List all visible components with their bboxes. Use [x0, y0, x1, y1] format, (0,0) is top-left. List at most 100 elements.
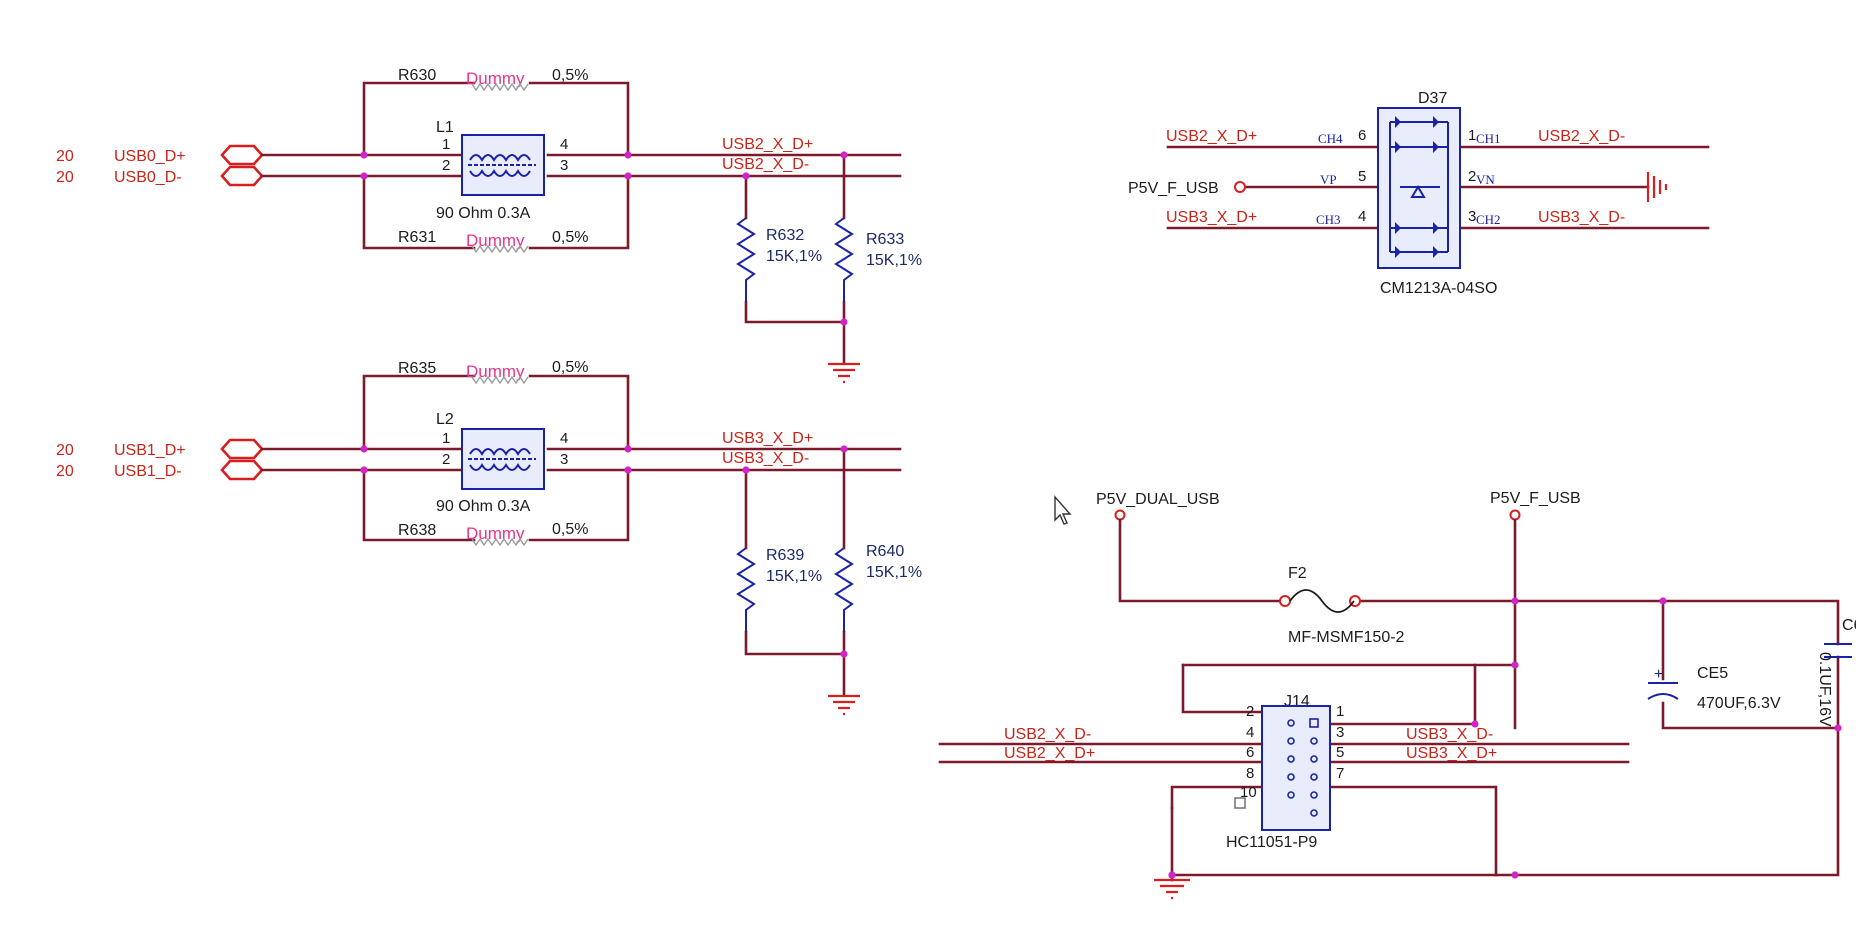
esd-left-bot-net: USB3_X_D+	[1166, 209, 1257, 226]
vn-label: VN	[1476, 172, 1495, 187]
ch4-label: CH4	[1318, 131, 1343, 146]
r638-tolerance: 0,5%	[552, 521, 588, 538]
j14-pin6: 6	[1246, 744, 1254, 761]
ce5-wires	[1661, 599, 1840, 730]
usb1-input-wires	[260, 447, 464, 472]
l1-choke	[461, 134, 545, 196]
r631-symbol	[471, 244, 529, 254]
block1-junctions	[360, 151, 848, 326]
d37-pin6: 6	[1358, 127, 1366, 144]
usb0-dm-ref: 20	[56, 169, 74, 186]
usb1-dm-port-symbol	[220, 459, 264, 481]
c684-value: 0.1UF,16V	[1816, 652, 1833, 727]
r633-value: 15K,1%	[866, 252, 922, 269]
l2-pin2: 2	[442, 451, 450, 468]
d37-pin1: 1	[1468, 127, 1476, 144]
usb0-dm-port-symbol	[220, 165, 264, 187]
r632-symbol	[736, 217, 756, 302]
f2-fuse	[1279, 589, 1361, 613]
r631-value: Dummy	[466, 231, 525, 250]
usb1-dp-ref: 20	[56, 442, 74, 459]
esd-right-bot-net: USB3_X_D-	[1538, 209, 1625, 226]
r631-loop	[362, 174, 630, 250]
l2-pin3: 3	[560, 451, 568, 468]
usb1-dm-ref: 20	[56, 463, 74, 480]
j14-pin7: 7	[1336, 765, 1344, 782]
usb1-dp-port-symbol	[220, 438, 264, 460]
r632-ref: R632	[766, 227, 804, 244]
ce5-capacitor	[1647, 682, 1679, 700]
ce5-ref: CE5	[1697, 665, 1728, 682]
l2-value: 90 Ohm 0.3A	[436, 498, 531, 515]
usb3-x-dp-net: USB3_X_D+	[722, 430, 813, 447]
j14-pin3: 3	[1336, 724, 1344, 741]
usb0-dp-ref: 20	[56, 148, 74, 165]
r639-ref: R639	[766, 547, 804, 564]
l1-pin4: 4	[560, 136, 568, 153]
r633-ref: R633	[866, 231, 904, 248]
ground-icon	[828, 694, 860, 716]
l2-choke	[461, 428, 545, 490]
usb0-dm-label: USB0_D-	[114, 169, 182, 186]
ce5-value: 470UF,6.3V	[1697, 695, 1781, 712]
r635-symbol	[471, 375, 529, 385]
block2-junctions	[360, 445, 848, 658]
r635-loop	[362, 374, 630, 451]
esd-left-wires	[1166, 145, 1380, 230]
l1-pin2: 2	[442, 157, 450, 174]
l2-pin4: 4	[560, 430, 568, 447]
j14-pin2-wire	[1181, 663, 1264, 714]
r640-symbol	[834, 547, 854, 632]
j14-pin1: 1	[1336, 703, 1344, 720]
j14-data-wires	[938, 742, 1630, 764]
r631-tolerance: 0,5%	[552, 229, 588, 246]
c684-ref: C684	[1842, 617, 1856, 634]
r633-symbol	[834, 217, 854, 302]
d37-pin2: 2	[1468, 168, 1476, 185]
esd-block: USB2_X_D+ USB3_X_D+ P5V_F_USB USB2_X_D- …	[1128, 90, 1710, 297]
l2-ref: L2	[436, 411, 454, 428]
esd-right-wires	[1458, 145, 1710, 230]
d37-diode-array	[1377, 107, 1461, 269]
c684-capacitor	[1824, 643, 1852, 658]
p5v-f-usb-pin	[1234, 181, 1246, 193]
l1-ref: L1	[436, 119, 454, 136]
ch2-label: CH2	[1476, 212, 1501, 227]
j14-pin8: 8	[1246, 765, 1254, 782]
usb0-dp-label: USB0_D+	[114, 148, 186, 165]
r631-ref: R631	[398, 229, 436, 246]
r639-value: 15K,1%	[766, 568, 822, 585]
j14-pin1-wire	[1328, 663, 1477, 726]
p5v-dual-usb-label: P5V_DUAL_USB	[1096, 491, 1220, 508]
r635-tolerance: 0,5%	[552, 359, 588, 376]
j14-connector	[1261, 705, 1331, 831]
r638-symbol	[471, 537, 529, 547]
j14-pin10-marker	[1234, 797, 1246, 809]
p5v-f-usb-label: P5V_F_USB	[1490, 490, 1581, 507]
r630-value: Dummy	[466, 69, 525, 88]
j14-part: HC11051-P9	[1226, 834, 1317, 851]
r630-ref: R630	[398, 67, 436, 84]
usb0-dp-port-symbol	[220, 144, 264, 166]
r630-loop	[362, 81, 630, 157]
j14-pin2: 2	[1246, 703, 1254, 720]
r632-r633-wires	[744, 153, 846, 324]
usb0-block: 20 20 USB0_D+ USB0_D- R630 Dummy 0,5% R6…	[56, 67, 922, 384]
l1-pin3: 3	[560, 157, 568, 174]
d37-pin5: 5	[1358, 168, 1366, 185]
r639-r640-wires	[744, 447, 846, 656]
j14-block: USB2_X_D- USB2_X_D+ USB3_X_D- USB3_X_D+ …	[938, 663, 1630, 900]
mouse-cursor-icon	[1054, 495, 1072, 525]
esd-power-net: P5V_F_USB	[1128, 180, 1219, 197]
r638-ref: R638	[398, 522, 436, 539]
j14-pin5: 5	[1336, 744, 1344, 761]
l1-value: 90 Ohm 0.3A	[436, 205, 531, 222]
p5v-f-usb-pin2	[1509, 509, 1521, 521]
d37-part: CM1213A-04SO	[1380, 280, 1497, 297]
esd-left-top-net: USB2_X_D+	[1166, 128, 1257, 145]
ce5-polarity: +	[1654, 666, 1663, 683]
ground-icon	[828, 362, 860, 384]
usb0-input-wires	[260, 153, 464, 178]
ground-icon	[1646, 172, 1668, 202]
